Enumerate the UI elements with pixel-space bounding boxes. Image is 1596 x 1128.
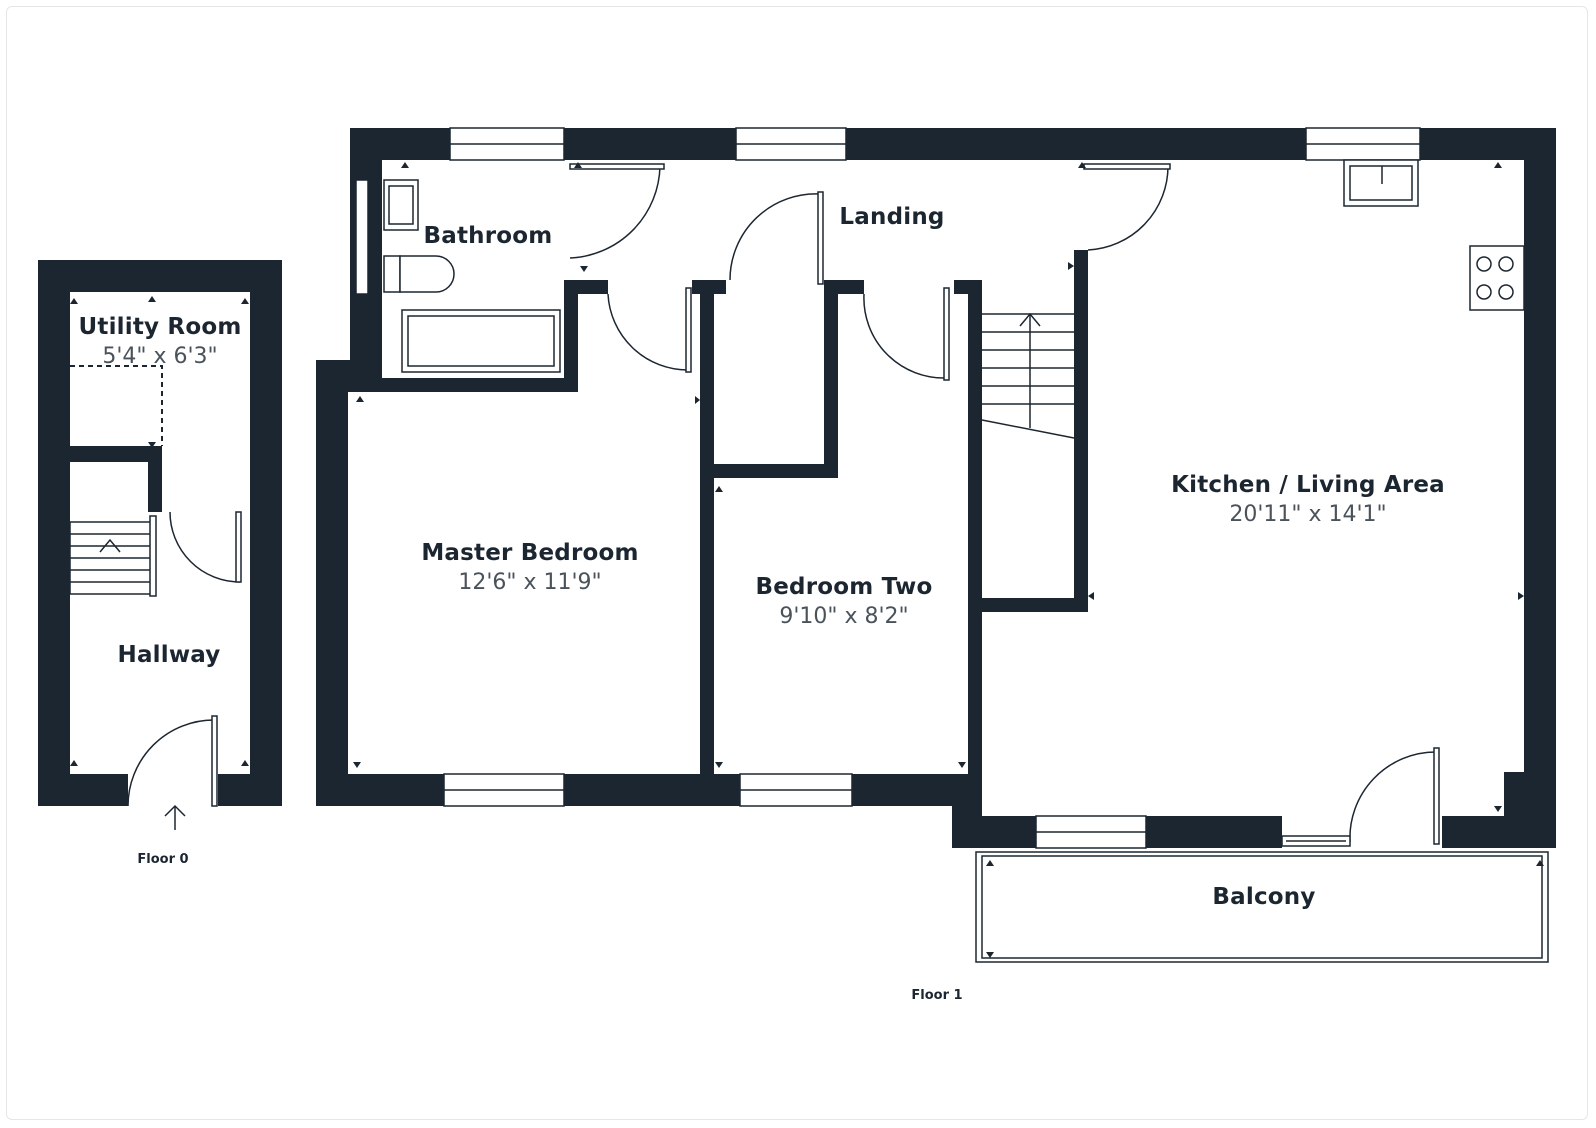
utility-counter-dashed xyxy=(70,365,163,446)
floor-0-stairs xyxy=(69,521,155,595)
room-master-bedroom: Master Bedroom 12'6" x 11'9" xyxy=(421,540,638,595)
floor-0-plan xyxy=(38,260,282,830)
room-bathroom: Bathroom xyxy=(424,223,553,249)
room-dimensions: 12'6" x 11'9" xyxy=(458,570,602,595)
room-hallway: Hallway xyxy=(118,642,221,668)
room-dimensions: 9'10" x 8'2" xyxy=(779,604,909,629)
bathroom-fixtures xyxy=(355,179,561,373)
room-kitchen-living-area: Kitchen / Living Area 20'11" x 14'1" xyxy=(1171,472,1445,527)
room-utility-room: Utility Room 5'4" x 6'3" xyxy=(79,314,242,369)
floor-1-stairs xyxy=(981,312,1075,439)
drawing-frame xyxy=(6,6,1588,1120)
floor-1-walls xyxy=(316,128,1556,848)
balcony-outline xyxy=(975,851,1549,963)
room-name: Kitchen / Living Area xyxy=(1171,472,1445,498)
floor-1-ticks xyxy=(353,162,1544,958)
room-name: Hallway xyxy=(117,642,221,668)
room-name: Bedroom Two xyxy=(755,574,933,600)
stair-rail xyxy=(149,515,157,597)
room-name: Balcony xyxy=(1212,884,1316,910)
floor-0-walls xyxy=(38,260,282,806)
room-balcony: Balcony xyxy=(1212,884,1315,910)
room-name: Utility Room xyxy=(78,314,242,340)
room-name: Bathroom xyxy=(423,223,553,249)
floor-0-label: Floor 0 xyxy=(137,852,189,867)
entrance-arrow xyxy=(164,804,186,830)
room-dimensions: 5'4" x 6'3" xyxy=(102,344,218,369)
room-bedroom-two: Bedroom Two 9'10" x 8'2" xyxy=(756,574,933,629)
floor-1-doors xyxy=(569,163,1440,847)
room-landing: Landing xyxy=(839,204,944,230)
floor-1-plan xyxy=(316,127,1556,963)
floor-0-doors xyxy=(127,511,242,807)
floor-1-label: Floor 1 xyxy=(911,988,963,1003)
room-name: Landing xyxy=(839,204,945,230)
floor-1-windows xyxy=(443,127,1421,849)
room-dimensions: 20'11" x 14'1" xyxy=(1229,502,1387,527)
kitchen-fixtures xyxy=(1343,159,1525,311)
floor-0-ticks xyxy=(70,296,249,766)
room-name: Master Bedroom xyxy=(421,540,639,566)
